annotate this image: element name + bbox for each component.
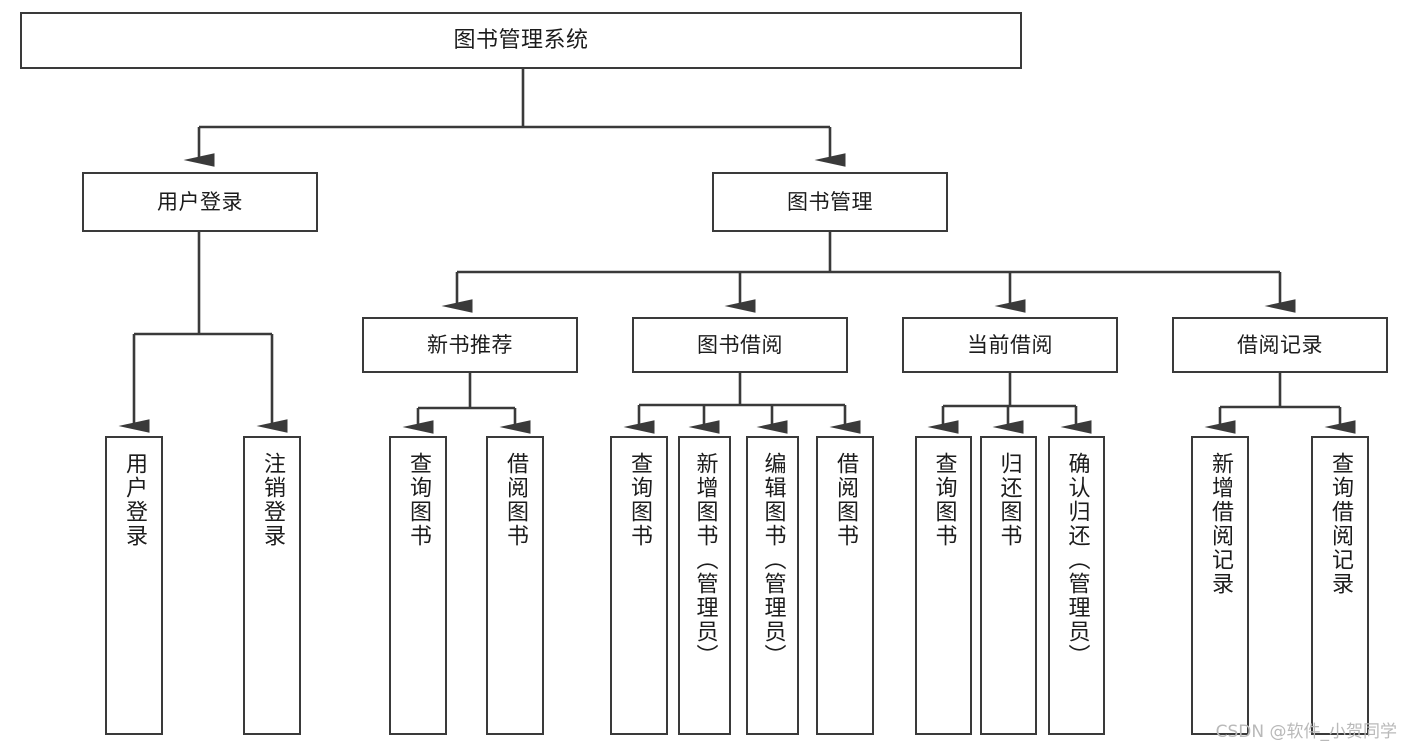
leaf-borrow-book-1[interactable]: 借阅图书: [486, 436, 544, 735]
node-borrow-record[interactable]: 借阅记录: [1172, 317, 1388, 373]
leaf-confirm-return-label: 确认归还（管理员）: [1064, 452, 1090, 668]
leaf-add-borrow-record[interactable]: 新增借阅记录: [1191, 436, 1249, 735]
leaf-query-book-3[interactable]: 查询图书: [915, 436, 972, 735]
leaf-query-book-2-label: 查询图书: [626, 452, 652, 548]
leaf-return-book-label: 归还图书: [996, 452, 1022, 548]
leaf-user-login-label: 用户登录: [121, 452, 147, 548]
node-root-label: 图书管理系统: [453, 27, 589, 53]
node-root[interactable]: 图书管理系统: [20, 12, 1022, 69]
node-new-book-recommend[interactable]: 新书推荐: [362, 317, 578, 373]
leaf-borrow-book-2[interactable]: 借阅图书: [816, 436, 874, 735]
node-book-management[interactable]: 图书管理: [712, 172, 948, 232]
node-current-borrow[interactable]: 当前借阅: [902, 317, 1118, 373]
node-borrow-record-label: 借阅记录: [1237, 332, 1323, 357]
leaf-borrow-book-1-label: 借阅图书: [502, 452, 528, 548]
leaf-add-borrow-record-label: 新增借阅记录: [1207, 452, 1233, 596]
leaf-edit-book[interactable]: 编辑图书（管理员）: [746, 436, 799, 735]
node-book-borrow[interactable]: 图书借阅: [632, 317, 848, 373]
leaf-return-book[interactable]: 归还图书: [980, 436, 1037, 735]
leaf-query-book-1-label: 查询图书: [405, 452, 431, 548]
watermark: CSDN @软件_小贺同学: [1215, 722, 1397, 742]
leaf-confirm-return[interactable]: 确认归还（管理员）: [1048, 436, 1105, 735]
leaf-add-book-label: 新增图书（管理员）: [692, 452, 718, 668]
leaf-query-borrow-record[interactable]: 查询借阅记录: [1311, 436, 1369, 735]
leaf-query-book-3-label: 查询图书: [931, 452, 957, 548]
node-user-login-label: 用户登录: [157, 189, 243, 214]
leaf-add-book[interactable]: 新增图书（管理员）: [678, 436, 731, 735]
leaf-user-logout[interactable]: 注销登录: [243, 436, 301, 735]
leaf-query-book-2[interactable]: 查询图书: [610, 436, 668, 735]
node-book-management-label: 图书管理: [787, 189, 873, 214]
leaf-query-borrow-record-label: 查询借阅记录: [1327, 452, 1353, 596]
leaf-user-logout-label: 注销登录: [259, 452, 285, 548]
node-book-borrow-label: 图书借阅: [697, 332, 783, 357]
leaf-edit-book-label: 编辑图书（管理员）: [760, 452, 786, 668]
leaf-borrow-book-2-label: 借阅图书: [832, 452, 858, 548]
node-current-borrow-label: 当前借阅: [967, 332, 1053, 357]
leaf-user-login[interactable]: 用户登录: [105, 436, 163, 735]
node-new-book-recommend-label: 新书推荐: [427, 332, 513, 357]
node-user-login[interactable]: 用户登录: [82, 172, 318, 232]
leaf-query-book-1[interactable]: 查询图书: [389, 436, 447, 735]
